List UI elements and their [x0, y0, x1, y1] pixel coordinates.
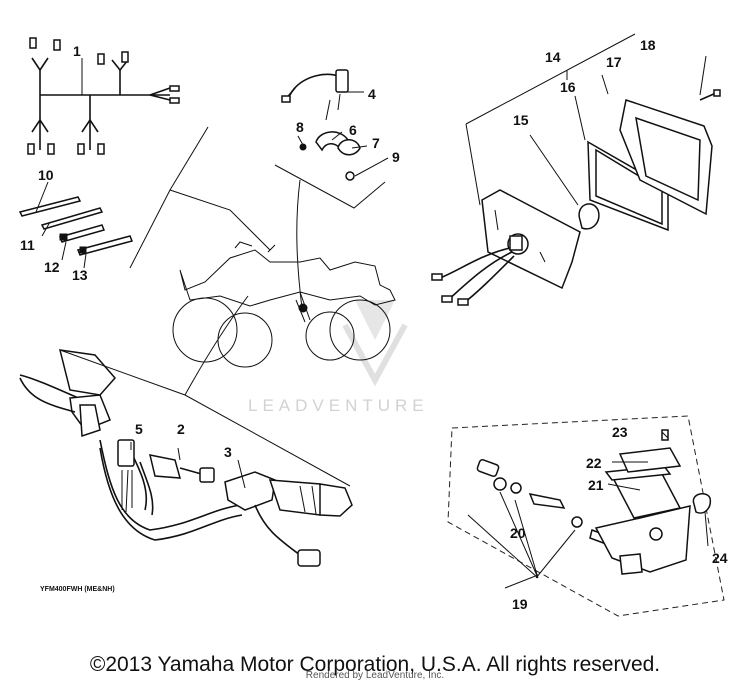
callout-11: 11: [20, 237, 35, 253]
handlebar-switches-part: [19, 349, 353, 567]
watermark-text: LEADVENTURE: [248, 396, 429, 415]
callout-15: 15: [513, 112, 529, 128]
callout-18: 18: [640, 37, 656, 53]
callout-5: 5: [135, 421, 143, 437]
callout-9: 9: [392, 149, 400, 165]
leader-lines: [35, 33, 709, 589]
callout-12: 12: [44, 259, 60, 275]
callout-labels: 1 2 3 4 5 6 7 8 9 10 11 12 13 14 15 16 1…: [20, 37, 728, 612]
model-code: YFM400FWH (ME&NH): [40, 586, 115, 593]
callout-16: 16: [560, 79, 576, 95]
callout-24: 24: [712, 550, 728, 566]
callout-20: 20: [510, 525, 526, 541]
callout-17: 17: [606, 54, 622, 70]
callout-13: 13: [72, 267, 88, 283]
copyright-notice: ©2013 Yamaha Motor Corporation, U.S.A. A…: [89, 653, 661, 676]
callout-19: 19: [512, 596, 528, 612]
callout-14: 14: [545, 49, 561, 65]
callout-21: 21: [588, 477, 604, 493]
callout-6: 6: [349, 122, 357, 138]
master-cylinder-part: [447, 415, 725, 617]
callout-8: 8: [296, 119, 304, 135]
callout-3: 3: [224, 444, 232, 460]
callout-7: 7: [372, 135, 380, 151]
callout-22: 22: [586, 455, 602, 471]
callout-10: 10: [38, 167, 54, 183]
wire-harness-part: [27, 37, 180, 155]
callout-2: 2: [177, 421, 185, 437]
taillight-assembly-part: [431, 89, 721, 306]
callout-4: 4: [368, 86, 376, 102]
callout-23: 23: [612, 424, 628, 440]
switch-bracket-part: [281, 69, 361, 181]
leadventure-watermark: LEADVENTURE: [248, 300, 429, 415]
atv-outline: [172, 241, 396, 368]
callout-1: 1: [73, 43, 81, 59]
ties-terminals-part: [18, 196, 134, 256]
rendered-by-credit: Rendered by LeadVenture, Inc.: [305, 670, 445, 681]
